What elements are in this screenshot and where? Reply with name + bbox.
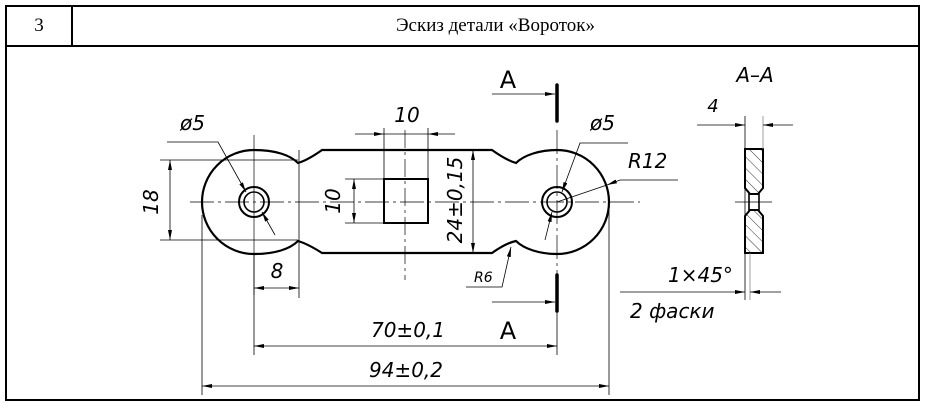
left-hole bbox=[238, 186, 270, 218]
text-square-height: 10 bbox=[321, 188, 345, 213]
task-frame: 3 Эскиз детали «Вороток» bbox=[5, 5, 920, 401]
text-hole-spacing: 70±0,1 bbox=[371, 318, 445, 342]
text-right-hole-diameter: ø5 bbox=[589, 111, 615, 135]
text-end-radius: R12 bbox=[628, 149, 667, 173]
section-title: А–А bbox=[734, 63, 773, 87]
section-lower bbox=[744, 209, 764, 254]
leader-right-hole bbox=[561, 142, 628, 193]
text-body-height: 24±0,15 bbox=[443, 157, 467, 244]
right-hole bbox=[541, 186, 573, 218]
text-overall-length: 94±0,2 bbox=[369, 358, 443, 382]
section-cut-marks bbox=[492, 83, 559, 313]
cut-label-bottom: А bbox=[500, 317, 517, 345]
section-view bbox=[620, 116, 793, 300]
text-neck-length: 8 bbox=[271, 259, 284, 283]
text-chamfer-note: 2 фаски bbox=[630, 299, 715, 323]
text-square-width: 10 bbox=[394, 103, 419, 127]
cut-label-top: А bbox=[500, 66, 517, 94]
text-neck-height: 18 bbox=[139, 189, 163, 214]
leader-left-hole bbox=[167, 141, 247, 193]
text-neck-radius: R6 bbox=[474, 270, 493, 286]
task-title: Эскиз детали «Вороток» bbox=[396, 15, 595, 36]
leader-neck-radius bbox=[466, 246, 512, 288]
centerlines bbox=[190, 130, 640, 295]
section-upper bbox=[744, 148, 764, 195]
square-hole bbox=[383, 178, 429, 224]
leader-end-radius bbox=[606, 179, 678, 186]
text-thickness: 4 bbox=[707, 96, 718, 117]
task-number: 3 bbox=[7, 7, 73, 45]
text-left-hole-diameter: ø5 bbox=[179, 111, 205, 135]
text-chamfer: 1×45° bbox=[668, 263, 733, 287]
part-outline bbox=[200, 148, 611, 256]
task-header: 3 Эскиз детали «Вороток» bbox=[7, 7, 918, 47]
